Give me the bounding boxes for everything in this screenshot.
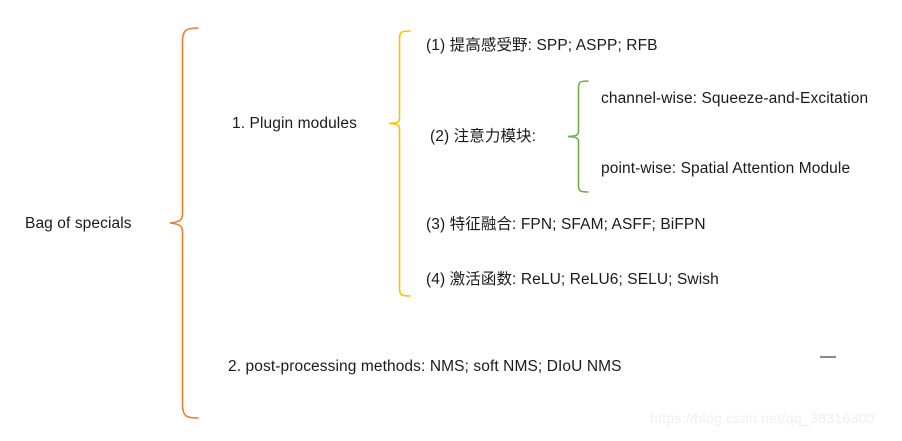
attention-brace-green	[567, 80, 589, 193]
node-attention-modules: (2) 注意力模块:	[430, 128, 537, 145]
node-plugin-modules: 1. Plugin modules	[232, 115, 357, 132]
stray-dash-mark	[820, 356, 836, 358]
root-node-label: Bag of specials	[25, 215, 132, 232]
node-point-wise: point-wise: Spatial Attention Module	[601, 160, 851, 177]
node-feature-fusion: (3) 特征融合: FPN; SFAM; ASFF; BiFPN	[426, 216, 706, 233]
node-receptive-field: (1) 提高感受野: SPP; ASPP; RFB	[426, 37, 658, 54]
watermark-text: https://blog.csdn.net/qq_38316300	[650, 410, 875, 426]
node-post-processing-methods: 2. post-processing methods: NMS; soft NM…	[228, 358, 622, 375]
node-activation-functions: (4) 激活函数: ReLU; ReLU6; SELU; Swish	[426, 271, 719, 288]
plugin-brace-yellow	[388, 30, 411, 297]
root-brace-orange	[169, 27, 199, 419]
node-channel-wise: channel-wise: Squeeze-and-Excitation	[601, 90, 869, 107]
